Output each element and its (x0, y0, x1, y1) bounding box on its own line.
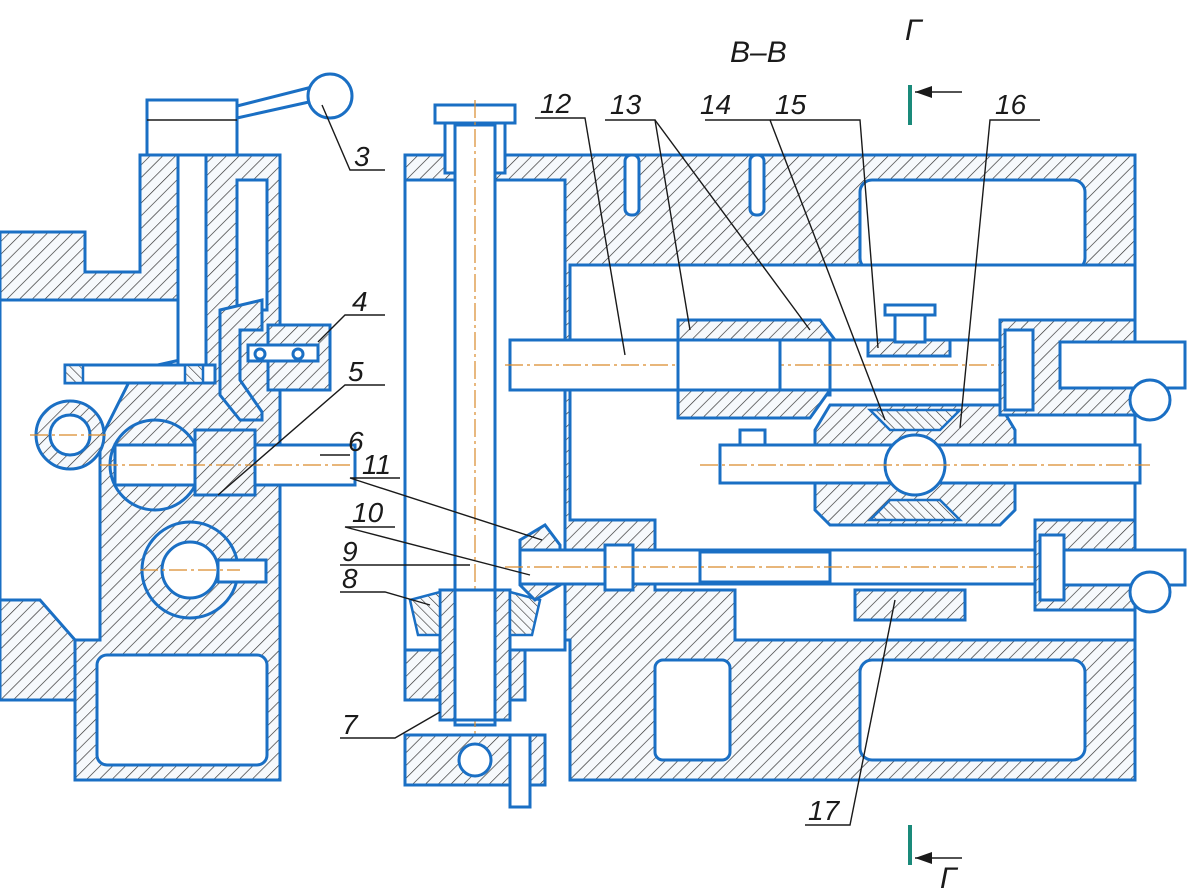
left-slot (235, 178, 269, 312)
callout-15: 15 (775, 89, 807, 120)
callout-10: 10 (352, 497, 384, 528)
handle-lever (236, 98, 319, 120)
section-title: В–В (730, 36, 787, 69)
vertical-rod (176, 153, 208, 367)
handle-knob (306, 72, 354, 120)
bevel-14 (866, 408, 964, 432)
handle-base (145, 98, 239, 157)
callout-9: 9 (342, 536, 358, 567)
callout-5: 5 (348, 356, 364, 387)
lower-window (858, 658, 1087, 762)
callout-4: 4 (352, 286, 368, 317)
bearing-8-left (408, 590, 442, 637)
callout-13: 13 (610, 89, 642, 120)
main-section (403, 100, 1187, 809)
shift-fork (218, 298, 264, 422)
callout-6: 6 (348, 426, 364, 457)
callout-3: 3 (354, 141, 370, 172)
view-mark-top: Г (905, 14, 924, 47)
left-view (0, 72, 357, 782)
left-lower-cavity (95, 653, 269, 767)
labels: В–В Г Г 3 4 5 6 7 8 9 10 11 12 13 14 15 … (342, 14, 1027, 892)
callout-7: 7 (342, 709, 359, 740)
upper-window (858, 178, 1087, 272)
callout-8: 8 (342, 563, 358, 594)
leader-lines (217, 104, 1040, 826)
callout-11: 11 (362, 449, 391, 480)
callout-17: 17 (808, 795, 841, 826)
view-mark-bottom: Г (940, 862, 959, 892)
callout-14: 14 (700, 89, 731, 120)
bearing-8-right (508, 590, 542, 637)
callout-16: 16 (995, 89, 1027, 120)
gear-17 (853, 588, 967, 622)
gear-5 (193, 428, 257, 497)
callout-12: 12 (540, 88, 572, 119)
section-arrows (908, 85, 962, 865)
